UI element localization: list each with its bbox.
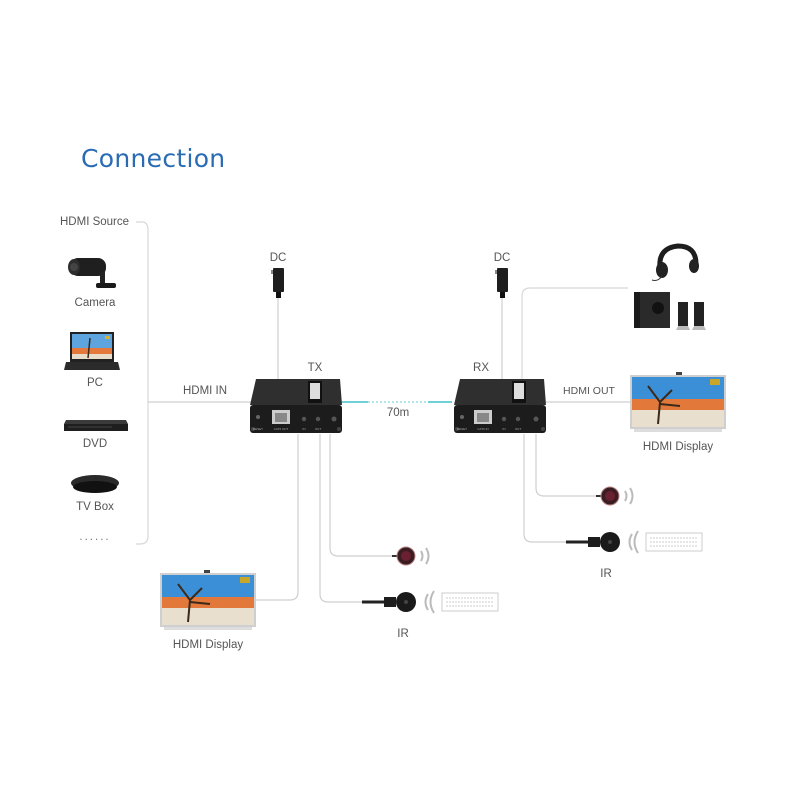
rx-ir-out-label: OUT	[515, 427, 522, 431]
rx-power-adapter-icon	[495, 268, 508, 298]
rx-ir-in-label: IN	[503, 427, 506, 431]
rx-extender-unit: CAT6 IN RESET IN OUT	[454, 379, 546, 433]
source-label-tv-box: TV Box	[76, 501, 114, 513]
tx-ir-rx-cable	[329, 434, 396, 557]
speakers-icon	[634, 292, 706, 330]
source-bracket	[136, 221, 149, 545]
tx-extender-unit: CAT6 OUT RESET IN OUT	[250, 379, 342, 433]
tx-power-adapter-icon	[271, 268, 284, 298]
more-sources-indicator: ......	[79, 531, 111, 543]
tx-ir-receiver-icon	[392, 546, 430, 566]
headphones-icon	[651, 243, 699, 281]
cable-distance-label: 70m	[386, 407, 410, 419]
dvd-player-icon	[64, 420, 128, 431]
tx-dc-label: DC	[269, 252, 287, 264]
hdmi-in-label: HDMI IN	[182, 385, 228, 397]
rx-ir-rx-cable	[535, 434, 598, 497]
rx-port-label: CAT6 IN	[477, 427, 488, 431]
camera-icon	[68, 258, 116, 288]
source-label-dvd: DVD	[82, 438, 108, 450]
rx-label: RX	[473, 362, 489, 374]
tx-ir-in-label: IN	[303, 427, 306, 431]
rx-ir-receiver-icon	[596, 486, 634, 506]
rx-reset-label: RESET	[457, 427, 467, 431]
tx-label: TX	[307, 362, 323, 374]
remote-hdmi-display-icon	[630, 372, 726, 432]
rx-audio-cable	[521, 287, 628, 380]
tx-ir-blaster-icon	[362, 590, 499, 614]
page-title: Connection	[81, 144, 226, 173]
tx-ir-label: IR	[397, 628, 409, 640]
rx-dc-label: DC	[493, 252, 511, 264]
tx-port-label: CAT6 OUT	[274, 427, 289, 431]
local-hdmi-display-label: HDMI Display	[172, 639, 244, 651]
tx-reset-label: RESET	[253, 427, 263, 431]
tx-ir-out-label: OUT	[315, 427, 322, 431]
rx-ir-blaster-icon	[566, 530, 703, 554]
rx-ir-tx-cable	[523, 434, 566, 543]
tv-box-icon	[71, 475, 119, 493]
source-label-camera: Camera	[74, 297, 116, 309]
tx-local-hdmi-cable	[256, 434, 299, 601]
tx-ir-tx-cable	[319, 434, 362, 603]
source-label-pc: PC	[87, 377, 103, 389]
remote-hdmi-display-label: HDMI Display	[642, 441, 714, 453]
local-hdmi-display-icon	[160, 570, 256, 630]
laptop-icon	[64, 332, 120, 370]
hdmi-source-heading: HDMI Source	[60, 216, 130, 228]
rx-ir-label: IR	[600, 568, 612, 580]
hdmi-out-label: HDMI OUT	[563, 385, 615, 397]
